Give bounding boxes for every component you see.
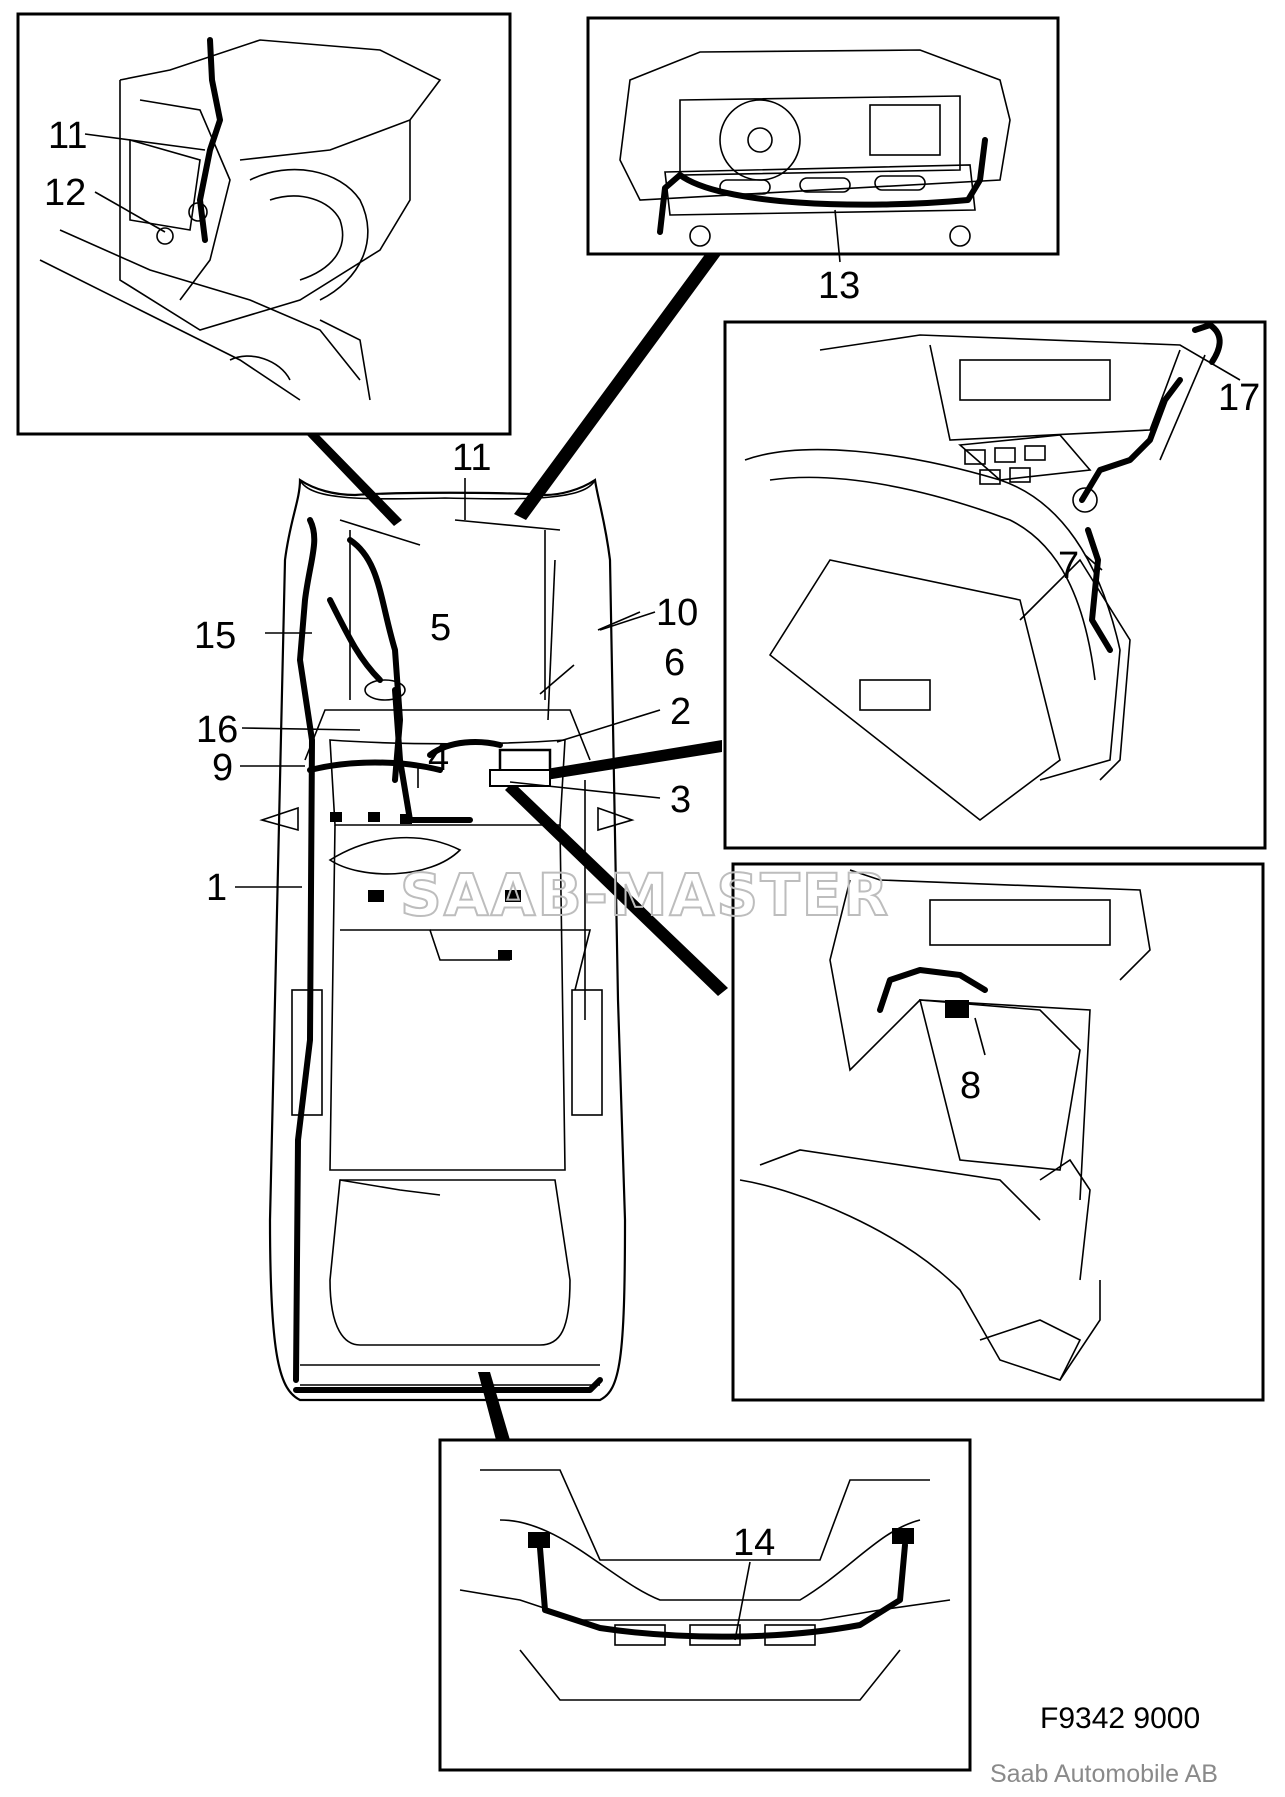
callout-2: 2 <box>670 691 691 733</box>
callout-15: 15 <box>194 615 236 657</box>
callout-3: 3 <box>670 779 691 821</box>
callout-8: 8 <box>960 1065 981 1107</box>
callout-13: 13 <box>818 265 860 307</box>
callout-11-car: 11 <box>452 437 491 479</box>
watermark-text: SAAB-MASTER <box>400 861 890 929</box>
callout-5: 5 <box>430 607 451 649</box>
car-top-view: 1 2 3 4 5 6 9 10 11 15 16 <box>194 437 698 1402</box>
callout-16: 16 <box>196 709 238 751</box>
callout-11-inset: 11 <box>48 115 87 157</box>
callout-4: 4 <box>428 737 449 779</box>
callout-1: 1 <box>206 867 227 909</box>
callout-12: 12 <box>44 172 86 214</box>
callout-14: 14 <box>733 1522 775 1564</box>
callout-10: 10 <box>656 592 698 634</box>
callout-6: 6 <box>664 642 685 684</box>
inset-tailgate-lower: 8 <box>731 862 1265 1402</box>
callout-9: 9 <box>212 747 233 789</box>
inset-engine-bay-left: 11 12 <box>16 12 512 436</box>
figure-code: F9342 9000 <box>1040 1702 1200 1735</box>
inset-tailgate-upper: 17 7 <box>723 320 1267 850</box>
callout-7: 7 <box>1058 545 1079 587</box>
inset-rear-lamps: 14 <box>438 1438 972 1772</box>
inset-radiator-fan: 13 <box>586 16 1060 307</box>
callout-17: 17 <box>1218 377 1260 419</box>
copyright-text: Saab Automobile AB <box>990 1760 1218 1788</box>
